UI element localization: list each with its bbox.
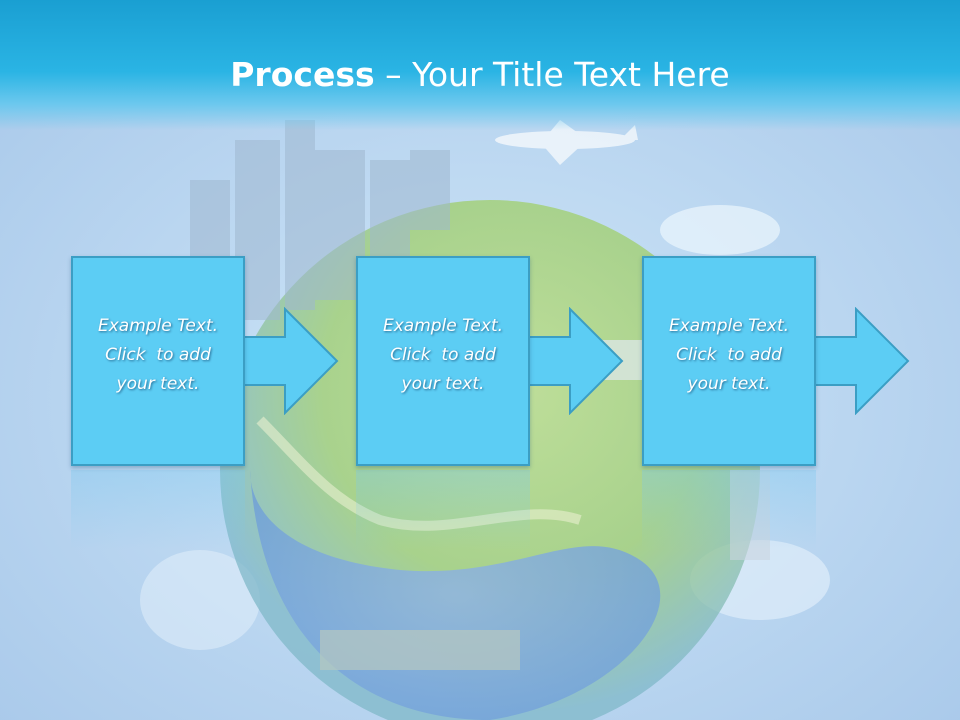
step-line: Example Text. (668, 316, 790, 336)
step-reflection (71, 470, 245, 550)
step-text[interactable]: Example Text. Click to add your text. (644, 312, 814, 399)
step-line: Click to add (676, 345, 782, 365)
step-line: your text. (401, 374, 485, 394)
process-step-2[interactable]: Example Text. Click to add your text. (356, 256, 530, 466)
step-line: Example Text. (382, 316, 504, 336)
title-rest: – Your Title Text Here (374, 55, 730, 94)
title-bold: Process (230, 55, 375, 94)
arrow-right-icon (528, 307, 624, 415)
step-line: Click to add (390, 345, 496, 365)
step-line: Click to add (105, 345, 211, 365)
step-line: your text. (687, 374, 771, 394)
step-text[interactable]: Example Text. Click to add your text. (358, 312, 528, 399)
arrow-right-icon (814, 307, 910, 415)
process-step-1[interactable]: Example Text. Click to add your text. (71, 256, 245, 466)
arrow-right-icon (243, 307, 339, 415)
step-reflection (356, 470, 530, 550)
title-bar (0, 0, 960, 130)
step-line: Example Text. (97, 316, 219, 336)
slide-title[interactable]: Process – Your Title Text Here (0, 52, 960, 98)
step-text[interactable]: Example Text. Click to add your text. (73, 312, 243, 399)
step-line: your text. (116, 374, 200, 394)
step-reflection (642, 470, 816, 550)
process-step-3[interactable]: Example Text. Click to add your text. (642, 256, 816, 466)
